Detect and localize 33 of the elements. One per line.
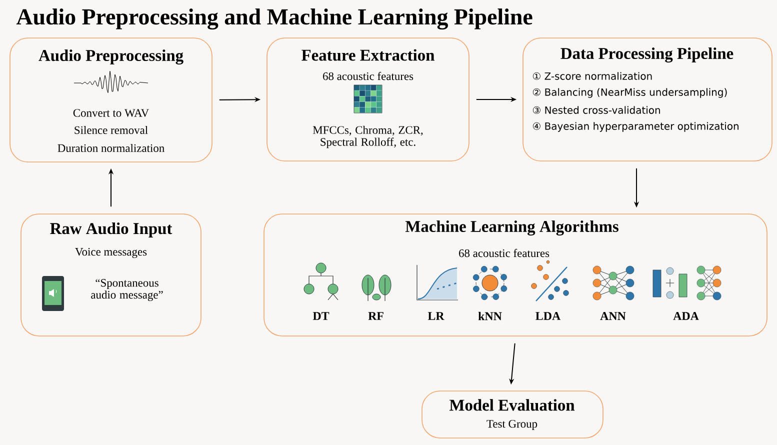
- box-text: Voice messages: [75, 248, 147, 258]
- box-heading: Raw Audio Input: [50, 222, 172, 238]
- step-item: ③ Nested cross-validation: [532, 106, 660, 114]
- box-text: MFCCs, Chroma, ZCR, Spectral Rolloff, etc.: [312, 126, 423, 148]
- algorithm-label: ANN: [600, 312, 626, 320]
- algorithm-label: kNN: [478, 312, 502, 320]
- algorithm-label: LDA: [536, 312, 561, 320]
- title: Audio Preprocessing and Machine Learning Pipeline: [16, 8, 532, 30]
- box-heading: Audio Preprocessing: [38, 49, 184, 64]
- algorithm-label: LR: [428, 312, 444, 320]
- box-text: Convert to WAV: [73, 109, 149, 117]
- box-heading: Machine Learning Algorithms: [405, 220, 618, 236]
- process-box: [422, 390, 604, 438]
- step-item: ④ Bayesian hyperparameter optimization: [532, 122, 738, 132]
- box-text: Silence removal: [74, 126, 148, 134]
- process-box: [20, 214, 202, 336]
- box-text: Duration normalization: [58, 144, 164, 152]
- box-heading: Feature Extraction: [302, 49, 434, 61]
- box-heading: Data Processing Pipeline: [560, 47, 734, 62]
- process-box: [10, 38, 212, 162]
- algorithm-label: RF: [368, 312, 384, 320]
- box-text: Test Group: [486, 420, 538, 430]
- step-item: ① Z-score normalization: [532, 72, 652, 80]
- algorithm-label: ADA: [673, 312, 699, 320]
- algorithm-label: DT: [312, 312, 330, 320]
- box-text: “Spontaneous audio message”: [91, 278, 163, 302]
- step-item: ② Balancing (NearMiss undersampling): [532, 88, 727, 98]
- process-box: [264, 214, 768, 336]
- box-text: 68 acoustic features: [323, 72, 414, 80]
- box-text: 68 acoustic features: [459, 248, 550, 258]
- process-box: [266, 38, 470, 162]
- process-box: [522, 38, 772, 162]
- box-heading: Model Evaluation: [450, 399, 575, 411]
